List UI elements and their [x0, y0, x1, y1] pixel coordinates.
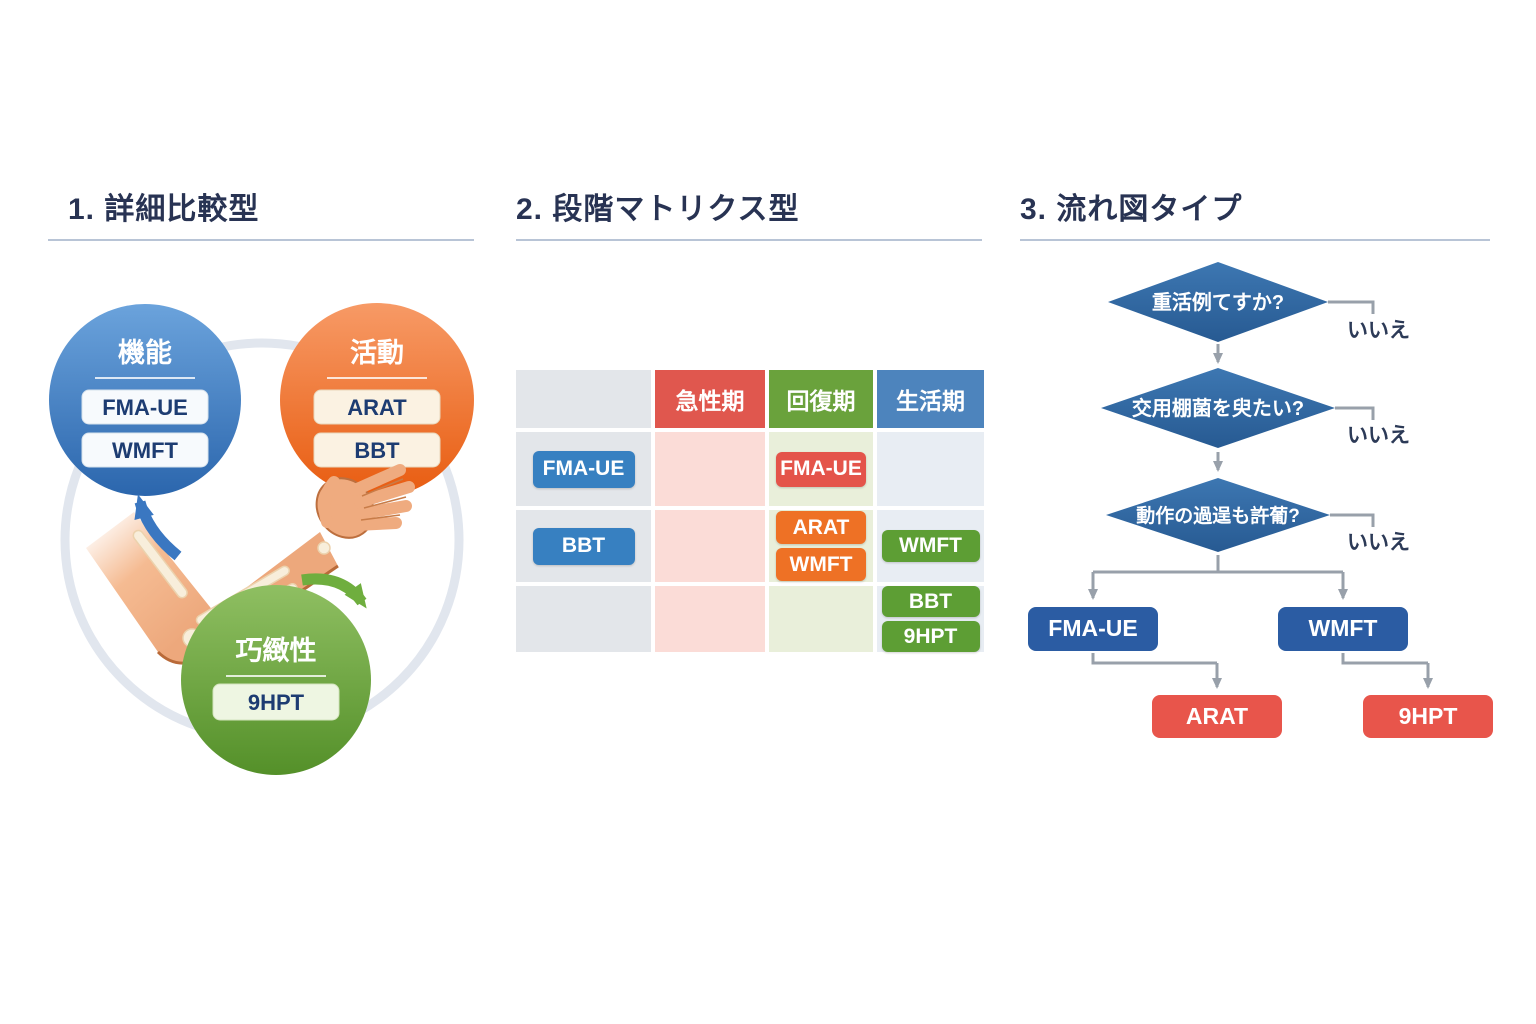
matrix-cell-acute-2: [655, 510, 765, 582]
outcome-wmft-text: WMFT: [1309, 615, 1378, 641]
stage-matrix: 急性期 回復期 生活期 FMA-UE FMA-UE BBT ARAT WMFT …: [516, 370, 984, 652]
panel2-title: 2. 段階マトリクス型: [516, 193, 800, 226]
life-pill-wmft: WMFT: [881, 530, 980, 562]
panel1-title: 1. 詳細比較型: [68, 193, 260, 226]
comparison-diagram: 機能 FMA-UE WMFT 活動 ARAT BBT: [49, 303, 474, 775]
outcome-box-9hpt: 9HPT: [1363, 695, 1493, 738]
matrix-cell-empty: [516, 586, 651, 652]
matrix-header-life: 生活期: [877, 370, 984, 428]
recovery-pill-wmft: WMFT: [776, 548, 866, 581]
outcome-box-fma-ue: FMA-UE: [1028, 607, 1158, 651]
matrix-rowlabel-cell: BBT: [516, 510, 651, 582]
arrow-to-dexterity: [301, 573, 367, 609]
dexterity-label: 巧緻性: [236, 635, 317, 666]
no-branch-label-1: いいえ: [1347, 319, 1410, 342]
panel3-title: 3. 流れ図タイプ: [1020, 193, 1243, 226]
decision-3-text: 動作の過逞も許葡?: [1136, 504, 1300, 527]
activity-test-bbt: BBT: [354, 438, 400, 463]
dexterity-test-9hpt: 9HPT: [248, 690, 305, 715]
matrix-cell-life-2: WMFT: [877, 510, 984, 582]
outcome-box-arat: ARAT: [1152, 695, 1282, 738]
row-label-fma-ue: FMA-UE: [532, 450, 635, 488]
outcome-arat-text: ARAT: [1186, 703, 1248, 729]
flow-connectors: [1088, 300, 1433, 689]
panel1-title-rule: [48, 239, 474, 241]
matrix-cell-recovery-1: FMA-UE: [769, 432, 873, 506]
matrix-cell-acute-1: [655, 432, 765, 506]
flowchart: 重活例てすか? 交用棚菌を臾たい? 動作の過逞も許葡? いいえ いいえ いいえ …: [1028, 262, 1493, 738]
activity-test-arat: ARAT: [347, 395, 407, 420]
decision-diamond-2: 交用棚菌を臾たい?: [1101, 368, 1335, 448]
matrix-cell-life-1: [877, 432, 984, 506]
matrix-rowlabel-cell: FMA-UE: [516, 432, 651, 506]
no-branch-label-2: いいえ: [1347, 424, 1410, 447]
row-label-bbt: BBT: [532, 527, 635, 565]
function-test-fma-ue: FMA-UE: [102, 395, 188, 420]
recovery-pill-fma-ue: FMA-UE: [776, 451, 866, 487]
matrix-cell-recovery-3: [769, 586, 873, 652]
life-pill-bbt: BBT: [881, 586, 980, 617]
outcome-9hpt-text: 9HPT: [1399, 703, 1458, 729]
decision-diamond-1: 重活例てすか?: [1108, 262, 1328, 342]
function-label: 機能: [118, 337, 172, 368]
matrix-cell-recovery-2: ARAT WMFT: [769, 510, 873, 582]
activity-label: 活動: [350, 338, 404, 368]
outcome-box-wmft: WMFT: [1278, 607, 1408, 651]
matrix-corner-cell: [516, 370, 651, 428]
matrix-cell-acute-3: [655, 586, 765, 652]
panel2-title-rule: [516, 239, 982, 241]
activity-circle: 活動 ARAT BBT: [280, 303, 474, 497]
outcome-fma-ue-text: FMA-UE: [1048, 615, 1137, 641]
decision-1-text: 重活例てすか?: [1152, 290, 1284, 314]
function-test-wmft: WMFT: [112, 438, 179, 463]
arrow-to-function: [134, 494, 182, 561]
function-circle: 機能 FMA-UE WMFT: [49, 304, 241, 496]
panel3-title-rule: [1020, 239, 1490, 241]
matrix-header-acute: 急性期: [655, 370, 765, 428]
decision-diamond-3: 動作の過逞も許葡?: [1106, 478, 1330, 552]
matrix-cell-life-3: BBT 9HPT: [877, 586, 984, 652]
matrix-header-recovery: 回復期: [769, 370, 873, 428]
decision-2-text: 交用棚菌を臾たい?: [1132, 396, 1304, 420]
life-pill-9hpt: 9HPT: [881, 621, 980, 652]
hand: [315, 464, 415, 539]
dexterity-circle: 巧緻性 9HPT: [181, 585, 371, 775]
no-branch-label-3: いいえ: [1347, 531, 1410, 554]
recovery-pill-arat: ARAT: [776, 511, 866, 544]
